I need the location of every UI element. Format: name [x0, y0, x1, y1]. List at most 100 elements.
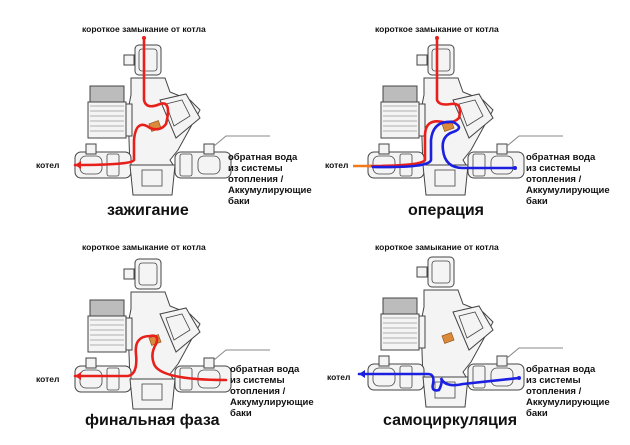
valve-assembly [73, 258, 270, 410]
bypass-label: короткое замыкание от котла [375, 24, 499, 34]
cold-flow-path [357, 372, 521, 392]
right-valve-handle-icon [496, 143, 508, 155]
return-label-line: обратная вода [526, 364, 596, 375]
bypass-vent-icon [123, 54, 135, 66]
thermo-cartridge-inner [165, 99, 191, 127]
return-label-line: из системы [526, 375, 581, 386]
pump-head [382, 85, 418, 103]
bypass-vent-icon [416, 266, 428, 278]
thermo-element [441, 332, 455, 344]
bottom-housing [422, 376, 469, 408]
panel-ignition: короткое замыкание от котла котел обратн… [0, 0, 315, 222]
hot-flow-arrow-icon [435, 36, 439, 40]
cold-flow-arrow-icon [359, 370, 365, 378]
return-label: обратная вода из системы отопления / Акк… [228, 152, 318, 207]
right-union-nut [179, 153, 193, 177]
right-valve-handle-icon [203, 357, 215, 369]
right-valve-lever [506, 347, 563, 359]
right-pipe-body [467, 151, 525, 179]
return-label-line: Аккумулирующие [228, 185, 312, 196]
bottom-check-valve [141, 383, 163, 401]
thermo-cartridge-inner [165, 313, 191, 341]
panel-caption: операция [408, 202, 485, 219]
left-valve-handle-icon [85, 143, 97, 155]
return-label-line: обратная вода [526, 152, 596, 163]
right-ball-valve [490, 155, 514, 175]
thermo-cartridge [452, 93, 494, 139]
pump-head [89, 85, 125, 103]
left-union-nut [106, 367, 120, 391]
panel-caption: самоциркуляция [383, 412, 518, 429]
return-label-line: баки [526, 408, 548, 419]
pump-motor [87, 315, 127, 353]
hot-flow-arrow-icon [75, 161, 81, 169]
right-valve-lever [506, 135, 563, 147]
pump-motor [380, 101, 420, 139]
panel-caption: финальная фаза [85, 412, 220, 429]
return-label: обратная вода из системы отопления / Акк… [230, 364, 320, 419]
bypass-connector [427, 44, 455, 76]
right-union-nut [472, 365, 486, 389]
return-label-line: баки [526, 196, 548, 207]
return-label-line: отопления / [228, 174, 284, 185]
return-label-line: обратная вода [230, 364, 300, 375]
valve-diagram [353, 36, 563, 196]
return-label-line: Аккумулирующие [230, 397, 314, 408]
thermo-cartridge [452, 305, 494, 351]
bottom-housing [422, 164, 469, 196]
right-ball-valve [197, 155, 221, 175]
boiler-label: котел [36, 160, 60, 170]
valve-assembly [353, 36, 563, 196]
right-valve-handle-icon [203, 143, 215, 155]
return-label-line: Аккумулирующие [526, 397, 610, 408]
bypass-connector [134, 44, 162, 76]
valve-assembly [73, 36, 270, 196]
right-ball-valve [490, 367, 514, 387]
bypass-connector-inner [138, 48, 158, 72]
pump-flange [125, 103, 133, 137]
return-label-line: баки [230, 408, 252, 419]
thermo-cartridge-inner [458, 99, 484, 127]
return-label-line: обратная вода [228, 152, 298, 163]
bypass-vent-icon [123, 268, 135, 280]
left-valve-handle-icon [85, 357, 97, 369]
pump-head [382, 297, 418, 315]
right-union-nut [472, 153, 486, 177]
right-pipe-body [174, 151, 232, 179]
return-label-line: отопления / [230, 386, 286, 397]
bottom-check-valve [141, 169, 163, 187]
right-valve-lever [213, 135, 270, 147]
valve-diagram [73, 36, 270, 196]
bypass-connector [134, 258, 162, 290]
bypass-connector [427, 256, 455, 288]
bypass-connector-inner [431, 260, 451, 284]
return-label-line: из системы [230, 375, 285, 386]
left-pipe-body [367, 363, 425, 391]
bypass-vent-icon [416, 54, 428, 66]
right-valve-handle-icon [496, 355, 508, 367]
hot-flow-path [73, 334, 228, 382]
bypass-label: короткое замыкание от котла [375, 242, 499, 252]
left-valve-handle-icon [378, 355, 390, 367]
panel-caption: зажигание [107, 202, 189, 219]
pump-motor [87, 101, 127, 139]
hot-flow-path [73, 36, 170, 167]
left-pipe-body [74, 365, 132, 393]
thermo-cartridge [159, 93, 201, 139]
boiler-label: котел [36, 374, 60, 384]
right-pipe-body [467, 363, 525, 391]
boiler-label: котел [327, 372, 351, 382]
thermo-cartridge [159, 307, 201, 353]
bottom-housing [129, 378, 176, 410]
hot-flow-arrow-icon [75, 372, 81, 380]
bypass-connector-inner [138, 262, 158, 286]
return-label-line: отопления / [526, 174, 582, 185]
pump-flange [125, 317, 133, 351]
pump-motor [380, 313, 420, 351]
bypass-label: короткое замыкание от котла [82, 24, 206, 34]
return-label-line: отопления / [526, 386, 582, 397]
panel-operation: короткое замыкание от котла котел обратн… [315, 0, 630, 222]
panel-self-circulation: короткое замыкание от котла котел обратн… [315, 222, 630, 444]
valve-assembly [357, 256, 563, 408]
left-valve-handle-icon [378, 143, 390, 155]
